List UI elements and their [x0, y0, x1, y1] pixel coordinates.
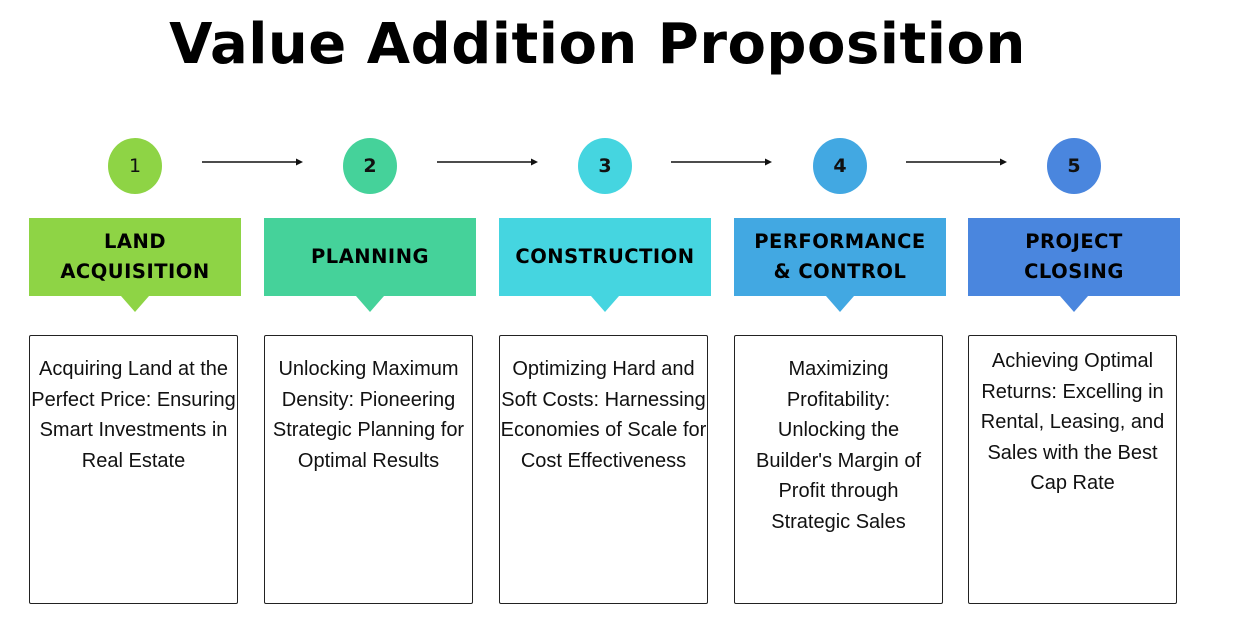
step-header-label: PROJECT CLOSING [1024, 230, 1124, 283]
arrow-icon [671, 158, 772, 166]
step-header-label: PLANNING [310, 245, 430, 268]
step-header: PERFORMANCE & CONTROL [734, 218, 946, 312]
step-number-badge: 2 [343, 138, 397, 194]
step-description: Unlocking Maximum Density: Pioneering St… [272, 358, 465, 472]
step-number-badge: 4 [813, 138, 867, 194]
page-title: Value Addition Proposition [169, 12, 1026, 77]
process-step-4: 4 PERFORMANCE & CONTROL Maximizing Profi… [734, 0, 946, 620]
pointer-triangle [591, 296, 619, 312]
step-description: Optimizing Hard and Soft Costs: Harnessi… [500, 358, 707, 472]
step-header: LAND ACQUISITION [29, 218, 241, 312]
step-description-card: Acquiring Land at the Perfect Price: Ens… [29, 335, 238, 604]
step-number-badge: 3 [578, 138, 632, 194]
step-description-card: Unlocking Maximum Density: Pioneering St… [264, 335, 473, 604]
process-step-2: 2 PLANNING Unlocking Maximum Density: Pi… [264, 0, 476, 620]
arrow-icon [202, 158, 303, 166]
step-header-label: LAND ACQUISITION [60, 230, 210, 283]
step-header: PROJECT CLOSING [968, 218, 1180, 312]
step-number-badge: 5 [1047, 138, 1101, 194]
step-header-label: PERFORMANCE & CONTROL [754, 230, 926, 283]
process-step-1: 1 LAND ACQUISITION Acquiring Land at the… [29, 0, 241, 620]
process-step-3: 3 CONSTRUCTION Optimizing Hard and Soft … [499, 0, 711, 620]
step-header-label: CONSTRUCTION [515, 245, 695, 268]
arrow-icon [437, 158, 538, 166]
pointer-triangle [1060, 296, 1088, 312]
step-description: Maximizing Profitability: Unlocking the … [756, 358, 921, 533]
step-description: Achieving Optimal Returns: Excelling in … [980, 350, 1165, 494]
step-description: Acquiring Land at the Perfect Price: Ens… [31, 358, 236, 472]
pointer-triangle [826, 296, 854, 312]
step-description-card: Achieving Optimal Returns: Excelling in … [968, 335, 1177, 604]
step-number-badge: 1 [108, 138, 162, 194]
step-description-card: Maximizing Profitability: Unlocking the … [734, 335, 943, 604]
step-description-card: Optimizing Hard and Soft Costs: Harnessi… [499, 335, 708, 604]
arrow-icon [906, 158, 1007, 166]
step-header: CONSTRUCTION [499, 218, 711, 312]
step-header: PLANNING [264, 218, 476, 312]
pointer-triangle [356, 296, 384, 312]
process-step-5: 5 PROJECT CLOSING Achieving Optimal Retu… [968, 0, 1180, 620]
pointer-triangle [121, 296, 149, 312]
